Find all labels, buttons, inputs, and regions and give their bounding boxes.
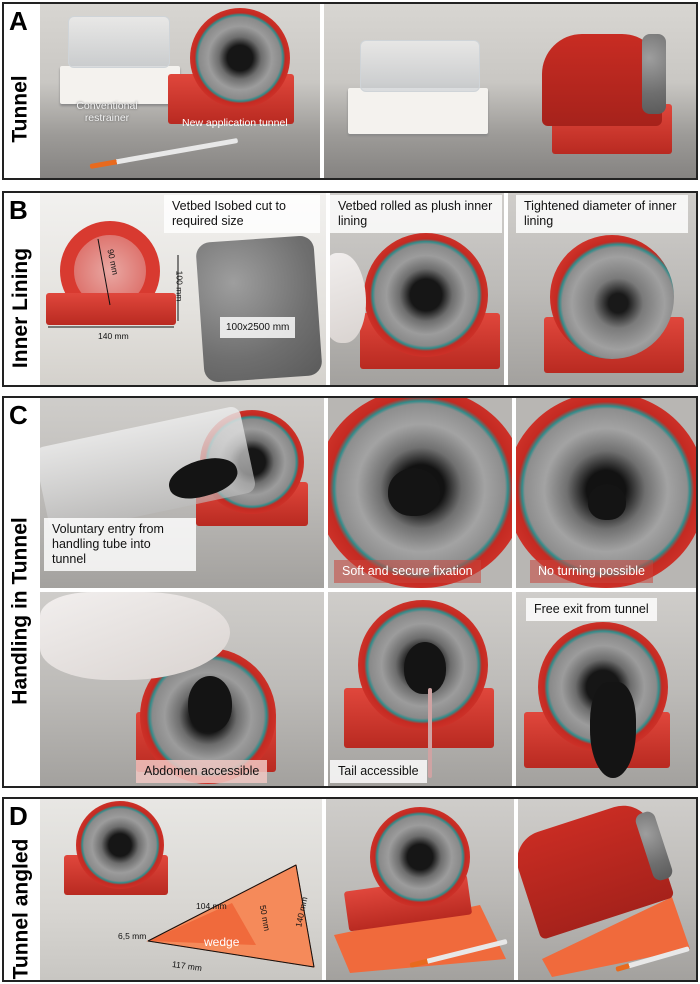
dim-104: 104 mm [196,901,227,911]
dimension-lines [48,238,179,328]
photo-free-exit: Free exit from tunnel [516,592,696,786]
panel-letter: C [9,400,28,430]
photo-wedge-dimensions: 104 mm 50 mm 140 mm 117 mm 6,5 mm wedge [40,799,322,980]
panel-side-title: Handling in Tunnel [9,517,33,705]
panel-side-title: Tunnel angled [9,838,32,980]
photo-lining-tightened: Tightened diameter of inner lining [508,193,696,385]
panel-letter: A [9,6,28,36]
dim-100: 100 mm [174,270,185,302]
label-wedge: wedge [204,935,240,949]
label-tail-accessible: Tail accessible [330,760,427,783]
label-tightened: Tightened diameter of inner lining [516,195,688,233]
photo-tunnel-side [324,4,696,178]
photo-no-turning: No turning possible [516,398,696,588]
label-vetbed-rolled: Vetbed rolled as plush inner lining [330,195,502,233]
photo-tunnel-on-wedge-front [326,799,514,980]
panel-d: D Tunnel angled 104 mm 50 mm 140 mm 117 … [2,797,698,982]
photo-voluntary-entry: Voluntary entry from handling tube into … [40,398,324,588]
photo-tunnel-front: Conventional restrainer New application … [40,4,320,178]
photo-tunnel-on-wedge-side [518,799,696,980]
label-abdomen-accessible: Abdomen accessible [136,760,268,783]
dim-140: 140 mm [98,331,129,341]
panel-c: C Handling in Tunnel Voluntary entry fro… [2,396,698,788]
label-soft-fixation: Soft and secure fixation [334,560,481,583]
photo-tail-accessible: Tail accessible [328,592,512,786]
panel-side-title: Tunnel [9,75,33,143]
photo-soft-fixation: Soft and secure fixation [328,398,512,588]
wedge-shape [146,864,315,968]
panel-a: A Tunnel Conventional restrainer New app… [2,2,698,180]
label-no-turning: No turning possible [530,560,654,583]
photo-tunnel-dimensions: 90 mm 100 mm 140 mm Vetbed Isobed cut to… [40,193,326,385]
label-vetbed-size: 100x2500 mm [220,317,296,338]
label-vetbed-cut: Vetbed Isobed cut to required size [164,195,320,233]
label-conventional: Conventional restrainer [76,100,138,124]
panel-side-title: Inner Lining [9,247,32,369]
panel-letter: D [9,801,28,831]
panel-b: B Inner Lining 90 mm 100 mm 140 mm Vetbe… [2,191,698,387]
photo-abdomen-accessible: Abdomen accessible [40,592,324,786]
dim-6-5: 6,5 mm [118,931,147,941]
label-free-exit: Free exit from tunnel [526,598,657,621]
panel-letter: B [9,195,28,225]
label-new-tunnel: New application tunnel [182,117,288,129]
label-voluntary-entry: Voluntary entry from handling tube into … [44,518,196,571]
photo-lining-rolled: Vetbed rolled as plush inner lining [330,193,504,385]
